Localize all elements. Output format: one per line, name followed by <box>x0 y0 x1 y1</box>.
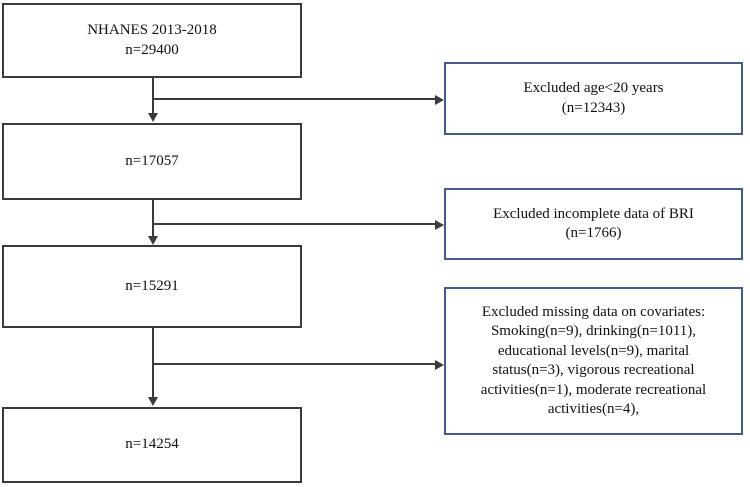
connector-branch-excluded-age-arrowhead <box>435 95 444 105</box>
connector-after-bri-to-final-arrowhead <box>148 397 158 406</box>
node-after-bri-label: n=15291 <box>125 277 179 294</box>
node-excluded-covariates: Excluded missing data on covariates: Smo… <box>444 287 743 435</box>
connector-source-to-after-age-line <box>152 78 154 114</box>
node-source: NHANES 2013-2018 n=29400 <box>2 3 302 78</box>
connector-after-age-to-after-bri-arrowhead <box>148 236 158 245</box>
node-after-age: n=17057 <box>2 123 302 200</box>
node-source-label: NHANES 2013-2018 n=29400 <box>87 22 217 58</box>
connector-branch-excluded-covariates-arrowhead <box>435 360 444 370</box>
node-final-sample: n=14254 <box>2 407 302 483</box>
node-excluded-covariates-label: Excluded missing data on covariates: Smo… <box>480 303 707 418</box>
connector-branch-excluded-covariates-line <box>153 363 438 365</box>
connector-branch-excluded-bri-line <box>153 223 438 225</box>
node-after-bri: n=15291 <box>2 245 302 328</box>
connector-source-to-after-age-arrowhead <box>148 113 158 122</box>
node-final-sample-label: n=14254 <box>125 436 179 453</box>
connector-branch-excluded-age-line <box>153 98 438 100</box>
node-excluded-bri-label: Excluded incomplete data of BRI (n=1766) <box>493 205 694 241</box>
node-after-age-label: n=17057 <box>125 152 179 169</box>
node-excluded-age-label: Excluded age<20 years (n=12343) <box>523 80 664 116</box>
node-excluded-bri: Excluded incomplete data of BRI (n=1766) <box>444 188 743 260</box>
connector-after-age-to-after-bri-line <box>152 200 154 237</box>
node-excluded-age: Excluded age<20 years (n=12343) <box>444 62 743 135</box>
connector-branch-excluded-bri-arrowhead <box>435 220 444 230</box>
